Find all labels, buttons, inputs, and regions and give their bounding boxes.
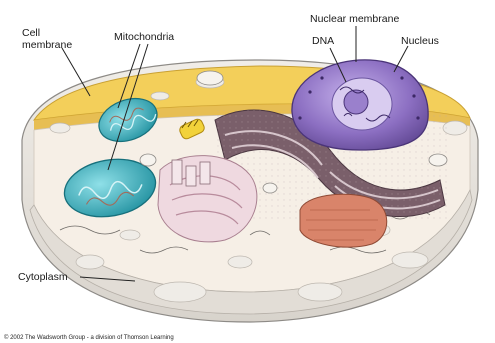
label-cell-membrane-1: Cell [22,27,40,39]
nucleolus [344,90,368,114]
label-nuclear-membrane: Nuclear membrane [310,13,399,25]
copyright-credit: © 2002 The Wadsworth Group - a division … [4,334,174,341]
label-nucleus: Nucleus [401,35,439,47]
label-cytoplasm: Cytoplasm [18,271,68,283]
label-cell-membrane-2: membrane [22,39,72,51]
orange-organelle [300,194,387,247]
label-mitochondria: Mitochondria [114,31,174,43]
label-dna: DNA [312,35,334,47]
